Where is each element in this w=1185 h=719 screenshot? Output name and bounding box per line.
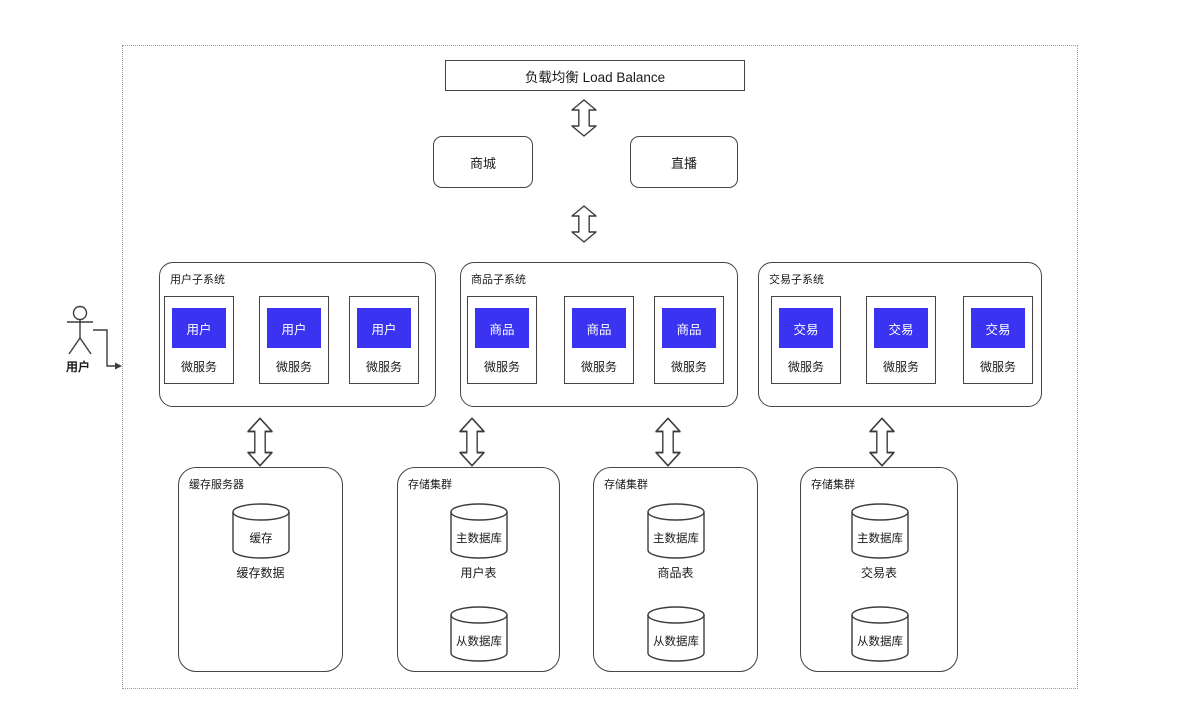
actor-label: 用户 bbox=[65, 360, 90, 374]
service-type-label: 微服务 bbox=[580, 360, 617, 374]
service-type-label: 微服务 bbox=[180, 360, 217, 374]
storage-caption: 用户表 bbox=[460, 566, 497, 580]
storage-caption: 交易表 bbox=[860, 566, 897, 580]
app-node-live: 直播 bbox=[630, 136, 738, 188]
service-badge: 交易 bbox=[874, 308, 928, 348]
double-arrow-icon bbox=[869, 417, 895, 467]
storage-caption: 缓存数据 bbox=[236, 566, 285, 580]
database-cylinder-icon: 主数据库 bbox=[450, 503, 508, 559]
system-boundary bbox=[122, 45, 1078, 689]
storage-box-title: 存储集群 bbox=[604, 479, 648, 491]
cylinder-label: 从数据库 bbox=[653, 634, 699, 648]
service-type-label: 微服务 bbox=[670, 360, 707, 374]
service-badge: 用户 bbox=[267, 308, 321, 348]
service-card: 商品 微服务 bbox=[654, 296, 724, 384]
cylinder-label: 主数据库 bbox=[456, 531, 502, 545]
service-type-label: 微服务 bbox=[882, 360, 919, 374]
database-cylinder-icon: 主数据库 bbox=[647, 503, 705, 559]
service-type-label: 微服务 bbox=[483, 360, 520, 374]
storage-box-trade: 存储集群 主数据库 交易表 从数据库 bbox=[800, 467, 958, 672]
double-arrow-icon bbox=[571, 205, 597, 243]
storage-box-title: 缓存服务器 bbox=[189, 479, 244, 491]
storage-box-product: 存储集群 主数据库 商品表 从数据库 bbox=[593, 467, 758, 672]
cylinder-label: 从数据库 bbox=[456, 634, 502, 648]
service-type-label: 微服务 bbox=[787, 360, 824, 374]
service-badge: 用户 bbox=[357, 308, 411, 348]
subsystem-title: 用户子系统 bbox=[170, 274, 225, 286]
service-badge: 商品 bbox=[475, 308, 529, 348]
cylinder-label: 缓存 bbox=[250, 531, 273, 545]
service-card: 商品 微服务 bbox=[467, 296, 537, 384]
storage-box-user: 存储集群 主数据库 用户表 从数据库 bbox=[397, 467, 560, 672]
service-badge: 用户 bbox=[172, 308, 226, 348]
double-arrow-icon bbox=[459, 417, 485, 467]
subsystem-title: 商品子系统 bbox=[471, 274, 526, 286]
double-arrow-icon bbox=[571, 99, 597, 137]
service-card: 交易 微服务 bbox=[963, 296, 1033, 384]
cylinder-label: 从数据库 bbox=[857, 634, 903, 648]
service-badge: 交易 bbox=[779, 308, 833, 348]
app-mall-label: 商城 bbox=[469, 155, 496, 171]
database-cylinder-icon: 主数据库 bbox=[851, 503, 909, 559]
service-card: 用户 微服务 bbox=[259, 296, 329, 384]
app-live-label: 直播 bbox=[670, 155, 697, 171]
service-badge: 商品 bbox=[662, 308, 716, 348]
service-type-label: 微服务 bbox=[979, 360, 1016, 374]
cylinder-label: 主数据库 bbox=[857, 531, 903, 545]
user-actor-icon bbox=[67, 305, 122, 370]
service-type-label: 微服务 bbox=[275, 360, 312, 374]
load-balancer-node: 负载均衡 Load Balance bbox=[445, 60, 745, 91]
subsystem-trade: 交易子系统 交易 微服务 交易 微服务 交易 微服务 bbox=[758, 262, 1042, 407]
storage-caption: 商品表 bbox=[657, 566, 694, 580]
subsystem-title: 交易子系统 bbox=[769, 274, 824, 286]
database-cylinder-icon: 从数据库 bbox=[851, 606, 909, 662]
double-arrow-icon bbox=[247, 417, 273, 467]
service-badge: 商品 bbox=[572, 308, 626, 348]
database-cylinder-icon: 从数据库 bbox=[647, 606, 705, 662]
subsystem-product: 商品子系统 商品 微服务 商品 微服务 商品 微服务 bbox=[460, 262, 738, 407]
service-card: 用户 微服务 bbox=[164, 296, 234, 384]
storage-box-title: 存储集群 bbox=[408, 479, 452, 491]
database-cylinder-icon: 缓存 bbox=[232, 503, 290, 559]
storage-box-title: 存储集群 bbox=[811, 479, 855, 491]
app-node-mall: 商城 bbox=[433, 136, 533, 188]
cylinder-label: 主数据库 bbox=[653, 531, 699, 545]
storage-box-cache: 缓存服务器 缓存 缓存数据 bbox=[178, 467, 343, 672]
service-card: 用户 微服务 bbox=[349, 296, 419, 384]
subsystem-user: 用户子系统 用户 微服务 用户 微服务 用户 微服务 bbox=[159, 262, 436, 407]
database-cylinder-icon: 从数据库 bbox=[450, 606, 508, 662]
double-arrow-icon bbox=[655, 417, 681, 467]
service-badge: 交易 bbox=[971, 308, 1025, 348]
service-type-label: 微服务 bbox=[365, 360, 402, 374]
service-card: 交易 微服务 bbox=[866, 296, 936, 384]
load-balancer-label: 负载均衡 Load Balance bbox=[524, 69, 666, 85]
service-card: 交易 微服务 bbox=[771, 296, 841, 384]
service-card: 商品 微服务 bbox=[564, 296, 634, 384]
